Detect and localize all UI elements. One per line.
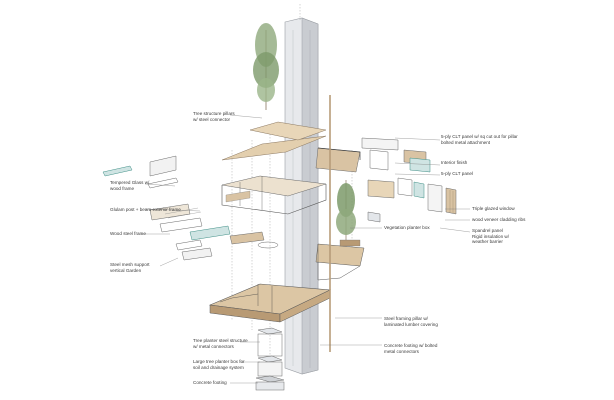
label-vegetation-planter: Vegetation planter box bbox=[384, 225, 430, 230]
left-exploded-panels bbox=[102, 155, 265, 261]
central-tower bbox=[284, 17, 319, 375]
label-steel-framing-pillar: Steel framing pillar w/laminated lumber … bbox=[384, 316, 438, 327]
right-exploded-components bbox=[361, 137, 457, 223]
tree-top bbox=[253, 23, 279, 110]
label-tempered-glass: Tempered Glass w/wood frame bbox=[110, 180, 150, 191]
right-planter-floor bbox=[315, 239, 365, 281]
label-glulam-post: Glulam post + beam exterior frame bbox=[110, 207, 181, 212]
tree-right bbox=[336, 180, 356, 248]
label-wood-steel-frame: Wood steel frame bbox=[110, 231, 146, 236]
label-clt-panel: 5-ply CLT panel bbox=[441, 171, 474, 176]
planter-stack bbox=[255, 241, 285, 391]
label-wood-veneer: wood veneer cladding ribs bbox=[472, 217, 526, 222]
label-triple-glazed: Triple glazed window bbox=[472, 206, 515, 211]
label-interior-finish: Interior finish bbox=[441, 160, 468, 165]
lower-floor bbox=[208, 283, 332, 323]
label-concrete-footing: Concrete footing bbox=[193, 380, 227, 385]
label-clt-panel-cutout: 5-ply CLT panel w/ sq cut out for pillar… bbox=[441, 134, 518, 145]
middle-floor bbox=[221, 175, 327, 215]
top-slab bbox=[221, 121, 361, 173]
leader-lines bbox=[140, 114, 471, 384]
